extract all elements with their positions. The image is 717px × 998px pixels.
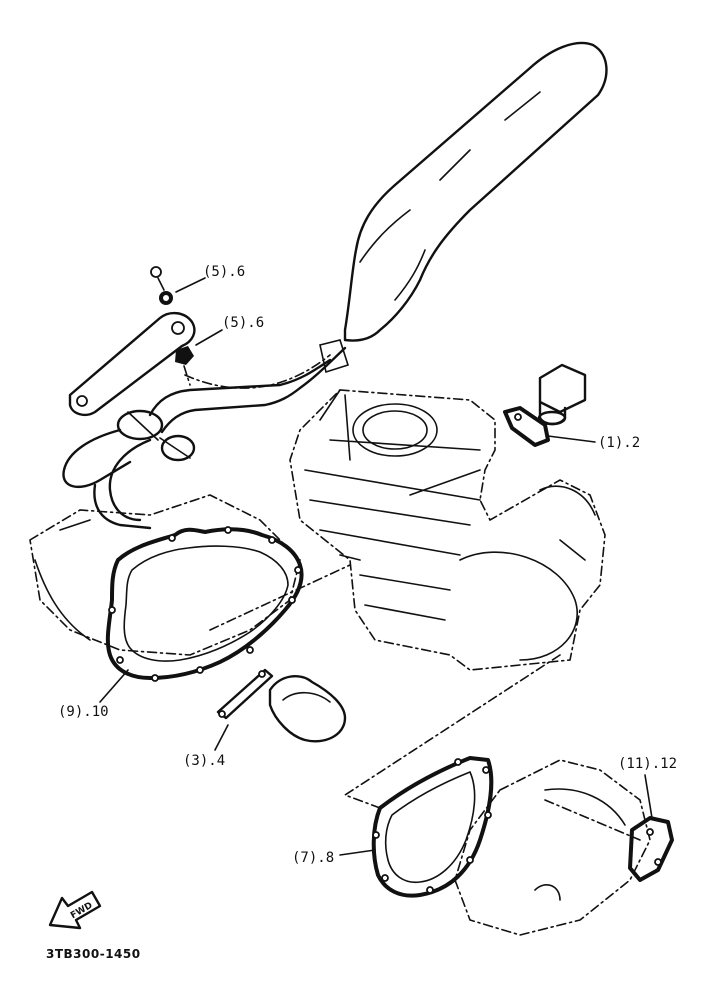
callout-cam-tensioner-gasket: (1).2 [598, 435, 640, 451]
crankcase-cover-gasket [99, 526, 351, 703]
bolt-washer-upper [150, 266, 206, 305]
forward-direction-arrow: FWD [48, 890, 102, 930]
callout-breather-plate: (3).4 [183, 753, 225, 769]
callout-starter-cover-gasket: (11).12 [618, 756, 677, 772]
callout-bolt-washer-upper: (5).6 [203, 264, 245, 280]
left-crankcase-cover [29, 494, 301, 656]
callout-crankcase-cover-gasket: (9).10 [58, 704, 109, 720]
generator-cover-gasket [339, 654, 561, 898]
starter-cover-gasket [628, 774, 674, 882]
cam-tensioner [537, 363, 587, 426]
cam-tensioner-gasket [503, 406, 596, 447]
diagram-code: 3TB300-1450 [46, 947, 141, 961]
bolt-washer-lower [175, 329, 223, 386]
exhaust-bracket [68, 311, 196, 416]
right-side-cover [454, 759, 651, 936]
callout-generator-cover-gasket: (7).8 [292, 850, 334, 866]
muffler [319, 41, 608, 374]
engine-block [289, 389, 606, 671]
breather-plate [214, 668, 347, 751]
exhaust-pipe [62, 346, 347, 530]
callout-bolt-washer-lower: (5).6 [222, 315, 264, 331]
